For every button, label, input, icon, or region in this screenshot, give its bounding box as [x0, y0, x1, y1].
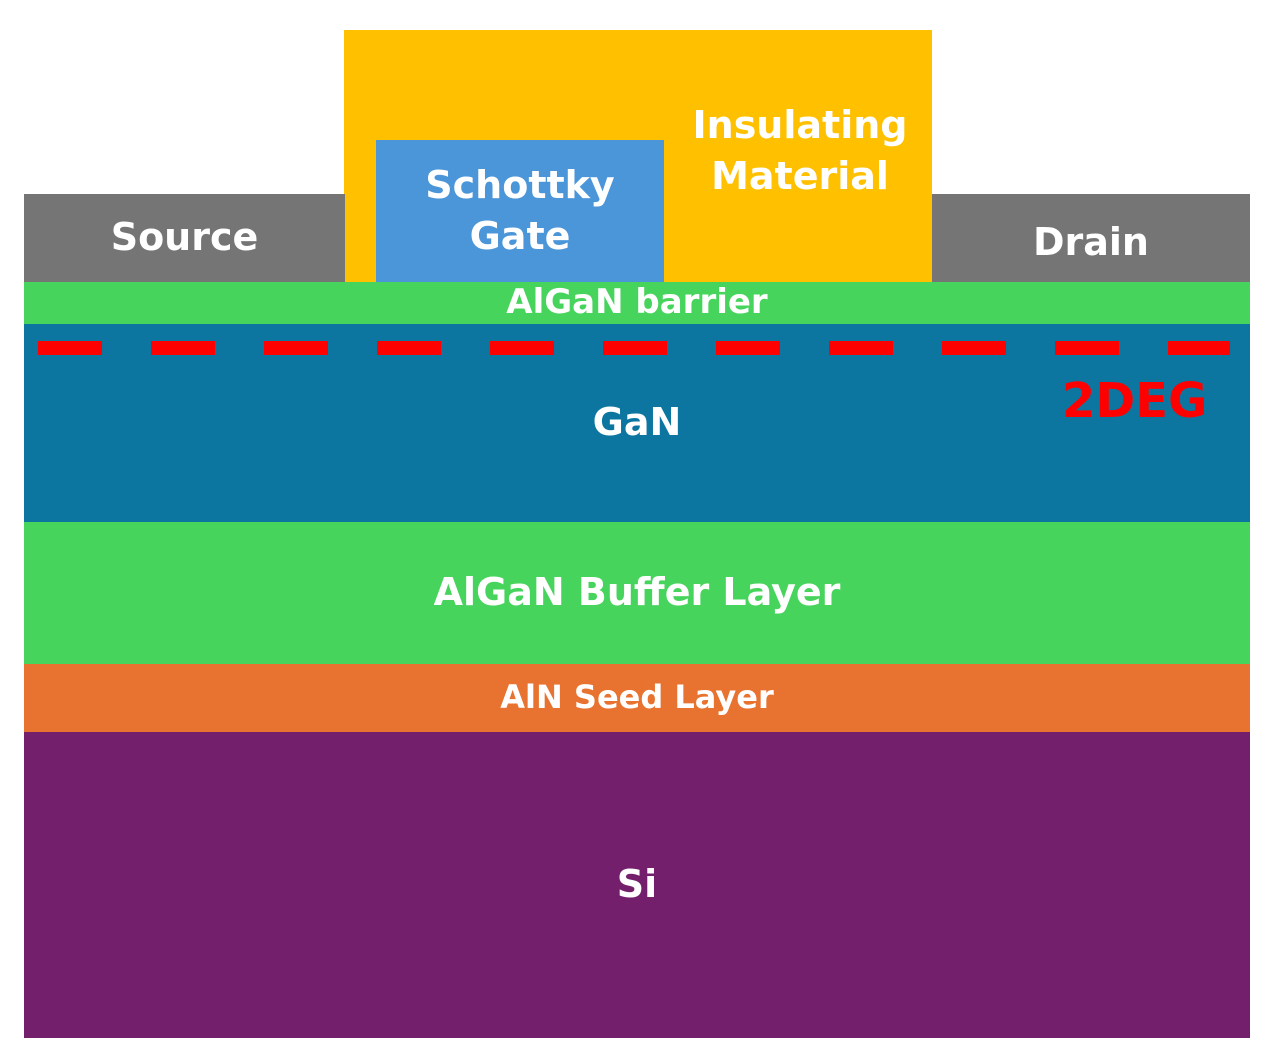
schottky-gate-region: Schottky Gate [376, 140, 664, 282]
schottky-gate-label-line-2: Gate [469, 214, 571, 258]
insulating-material-label-line-1: Insulating [692, 103, 908, 147]
two-deg-label: 2DEG [1062, 373, 1208, 429]
two-deg-dashed-line [38, 341, 1230, 355]
algan-buffer-layer: AlGaN Buffer Layer [24, 522, 1250, 664]
si-substrate-layer: Si [24, 732, 1250, 1038]
aln-seed-layer: AlN Seed Layer [24, 664, 1250, 732]
source-label: Source [110, 215, 259, 260]
aln-seed-label: AlN Seed Layer [500, 678, 774, 717]
insulating-material-label: Insulating Material [668, 100, 932, 203]
si-label: Si [616, 862, 658, 907]
algan-barrier-layer: AlGaN barrier [24, 282, 1250, 324]
drain-contact: Drain [932, 194, 1250, 282]
gan-label: GaN [592, 400, 682, 445]
algan-buffer-label: AlGaN Buffer Layer [433, 570, 841, 615]
schottky-gate-label: Schottky Gate [425, 160, 614, 263]
source-contact: Source [24, 194, 345, 282]
drain-label: Drain [1032, 220, 1149, 265]
insulating-material-label-line-2: Material [711, 154, 889, 199]
gan-layer: GaN [24, 324, 1250, 522]
algan-barrier-label: AlGaN barrier [506, 282, 768, 323]
schottky-gate-label-line-1: Schottky [425, 162, 615, 207]
